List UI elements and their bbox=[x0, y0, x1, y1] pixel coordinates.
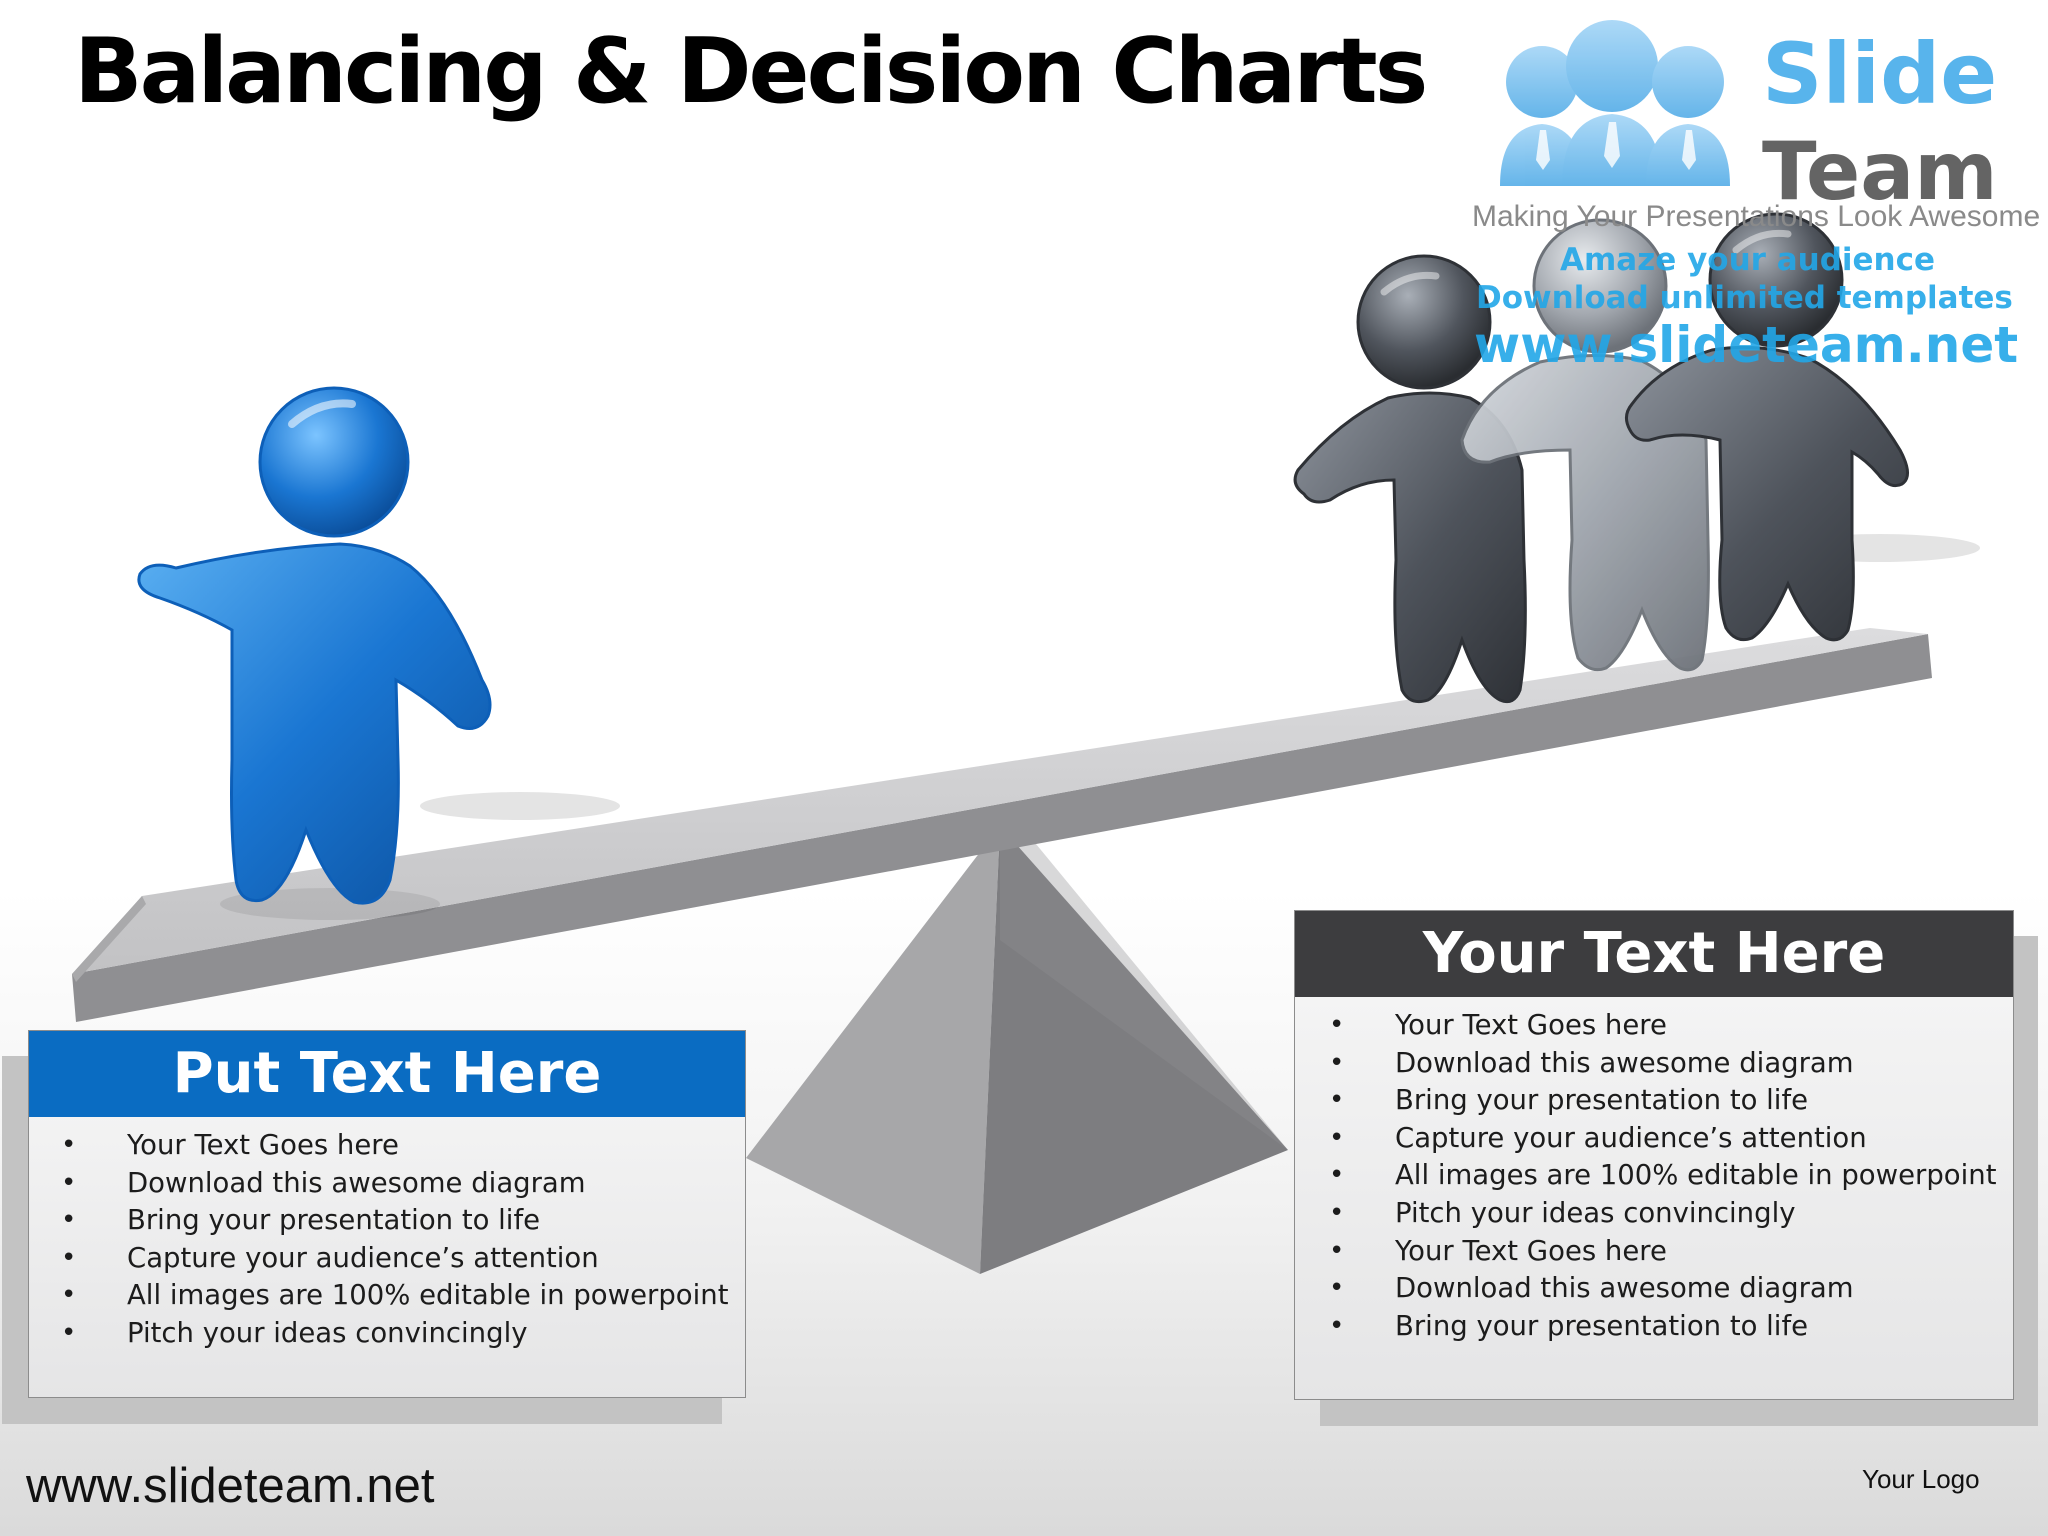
seesaw-beam bbox=[72, 628, 1932, 1022]
brand-name-line1: Slide bbox=[1762, 25, 1998, 123]
list-item: • Your Text Goes here bbox=[29, 1127, 745, 1165]
bullet-text: Pitch your ideas convincingly bbox=[1395, 1196, 1796, 1229]
list-item: • Download this awesome diagram bbox=[29, 1165, 745, 1203]
bullet-icon: • bbox=[1329, 1122, 1345, 1153]
bullet-text: Pitch your ideas convincingly bbox=[127, 1316, 528, 1349]
bullet-icon: • bbox=[61, 1205, 77, 1236]
list-item: • Download this awesome diagram bbox=[1295, 1045, 2013, 1083]
right-bullet-list: • Your Text Goes here • Download this awes… bbox=[1295, 997, 2013, 1345]
list-item: • Pitch your ideas convincingly bbox=[29, 1315, 745, 1353]
list-item: • Bring your presentation to life bbox=[1295, 1082, 2013, 1120]
list-item: • All images are 100% editable in powerpo… bbox=[29, 1277, 745, 1315]
bullet-icon: • bbox=[1329, 1085, 1345, 1116]
list-item: • Pitch your ideas convincingly bbox=[1295, 1195, 2013, 1233]
left-panel-heading: Put Text Here bbox=[29, 1031, 745, 1117]
bullet-icon: • bbox=[61, 1317, 77, 1348]
bullet-text: All images are 100% editable in powerpoi… bbox=[1395, 1159, 1997, 1192]
bullet-icon: • bbox=[61, 1167, 77, 1198]
brand-name-line2: Team bbox=[1762, 125, 1998, 218]
list-item: • Bring your presentation to life bbox=[29, 1202, 745, 1240]
list-item: • Your Text Goes here bbox=[1295, 1007, 2013, 1045]
bullet-text: Download this awesome diagram bbox=[127, 1166, 586, 1199]
pyramid-fulcrum-icon bbox=[746, 826, 1288, 1274]
slide-title: Balancing & Decision Charts bbox=[74, 19, 1428, 124]
bullet-text: Download this awesome diagram bbox=[1395, 1046, 1854, 1079]
list-item: • Bring your presentation to life bbox=[1295, 1308, 2013, 1346]
bullet-icon: • bbox=[1329, 1273, 1345, 1304]
bullet-icon: • bbox=[1329, 1235, 1345, 1266]
list-item: • Your Text Goes here bbox=[1295, 1233, 2013, 1271]
list-item: • Capture your audience’s attention bbox=[29, 1240, 745, 1278]
bullet-text: Capture your audience’s attention bbox=[127, 1241, 599, 1274]
footer-website[interactable]: www.slideteam.net bbox=[26, 1459, 435, 1513]
person-icon bbox=[137, 386, 492, 920]
bullet-text: Your Text Goes here bbox=[1395, 1009, 1667, 1041]
bullet-text: Bring your presentation to life bbox=[1395, 1084, 1809, 1117]
bullet-text: Bring your presentation to life bbox=[1395, 1309, 1809, 1342]
bullet-icon: • bbox=[1329, 1047, 1345, 1078]
left-text-panel: Put Text Here • Your Text Goes here • Down… bbox=[28, 1030, 746, 1398]
team-logo-icon bbox=[1500, 20, 1730, 186]
bullet-text: Capture your audience’s attention bbox=[1395, 1121, 1867, 1154]
brand-tagline: Making Your Presentations Look Awesome bbox=[1472, 200, 2041, 233]
promo-line2: Download unlimited templates bbox=[1476, 280, 2013, 316]
list-item: • All images are 100% editable in powerpo… bbox=[1295, 1157, 2013, 1195]
bullet-icon: • bbox=[61, 1242, 77, 1273]
bullet-text: All images are 100% editable in powerpoi… bbox=[127, 1279, 729, 1312]
bullet-icon: • bbox=[1329, 1010, 1345, 1040]
footer-logo-placeholder: Your Logo bbox=[1862, 1464, 1980, 1494]
bullet-text: Download this awesome diagram bbox=[1395, 1272, 1854, 1305]
bullet-icon: • bbox=[61, 1130, 77, 1160]
bullet-text: Bring your presentation to life bbox=[127, 1204, 541, 1237]
bullet-icon: • bbox=[1329, 1160, 1345, 1191]
promo-url: www.slideteam.net bbox=[1474, 316, 2019, 374]
bullet-icon: • bbox=[61, 1280, 77, 1311]
list-item: • Capture your audience’s attention bbox=[1295, 1120, 2013, 1158]
left-bullet-list: • Your Text Goes here • Download this awes… bbox=[29, 1117, 745, 1353]
right-text-panel: Your Text Here • Your Text Goes here • Dow… bbox=[1294, 910, 2014, 1400]
bullet-text: Your Text Goes here bbox=[1395, 1234, 1667, 1267]
bullet-text: Your Text Goes here bbox=[127, 1129, 399, 1161]
group-of-three-people-icon bbox=[1293, 212, 1909, 704]
right-panel-heading: Your Text Here bbox=[1295, 911, 2013, 997]
promo-line1: Amaze your audience bbox=[1560, 242, 1936, 278]
bullet-icon: • bbox=[1329, 1310, 1345, 1341]
bullet-icon: • bbox=[1329, 1197, 1345, 1228]
list-item: • Download this awesome diagram bbox=[1295, 1270, 2013, 1308]
